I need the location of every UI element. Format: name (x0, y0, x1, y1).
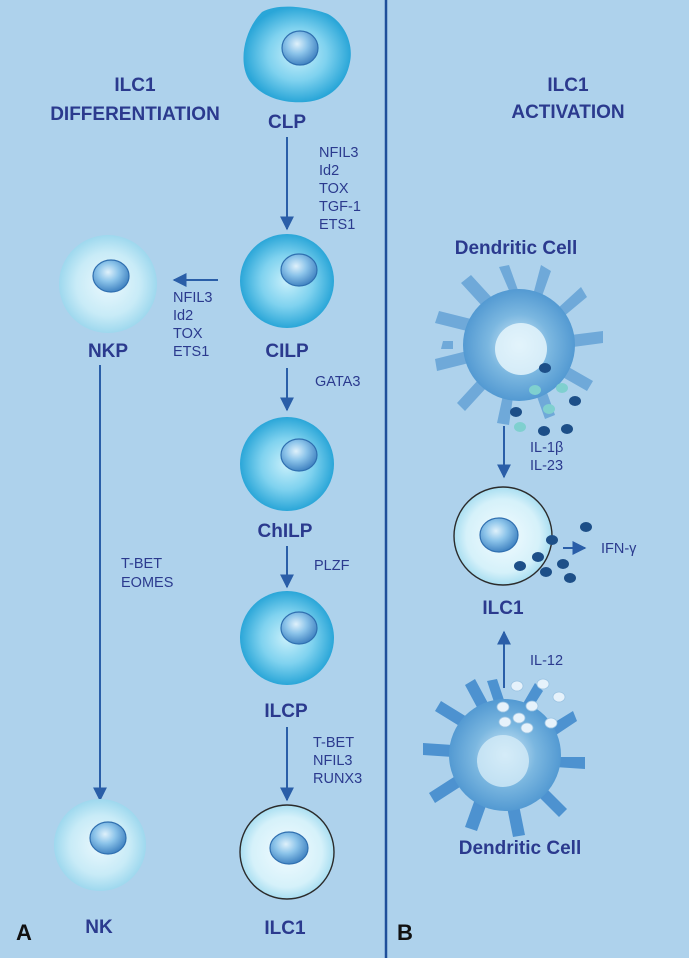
cilp-cell (240, 234, 334, 328)
cytokine-il1b: IL-1β (530, 440, 563, 456)
nk-label: NK (85, 917, 113, 938)
ilcp-nucleus (280, 611, 318, 645)
factor-ets1: ETS1 (319, 217, 355, 233)
dendritic-cell-bottom-label: Dendritic Cell (459, 838, 581, 859)
factor-eomes: EOMES (121, 575, 173, 591)
factor-plzf: PLZF (314, 558, 350, 574)
granules-bottom (496, 678, 566, 734)
cilp-label: CILP (265, 341, 309, 362)
nkp-label: NKP (88, 341, 128, 362)
granules-top (510, 363, 581, 436)
dendritic-nucleus (477, 735, 529, 787)
factor-tox: TOX (319, 181, 349, 197)
factor-tbet: T-BET (121, 556, 162, 572)
factor-gata3: GATA3 (315, 374, 360, 390)
output-ifn-gamma: IFN-γ (601, 541, 637, 557)
clp-label: CLP (268, 112, 306, 133)
factor-nfil3: NFIL3 (173, 290, 213, 306)
nkp-cell (59, 235, 157, 333)
factor-nfil3: NFIL3 (319, 145, 359, 161)
activated-ilc1-cell (453, 486, 553, 586)
activated-ilc1-label: ILC1 (482, 598, 524, 619)
dendritic-cell-top (435, 265, 603, 425)
factor-runx3: RUNX3 (313, 771, 362, 787)
factors-ilcp-to-ilc1: T-BET NFIL3 RUNX3 (313, 735, 362, 787)
activated-ilc1-nucleus (479, 517, 519, 553)
dendritic-cell-top-label: Dendritic Cell (455, 238, 577, 259)
dendritic-nucleus (495, 323, 547, 375)
factor-tox: TOX (173, 326, 203, 342)
chilp-cell (240, 417, 334, 511)
panel-a-title-line1: ILC1 (114, 75, 156, 96)
ilc1-label: ILC1 (264, 918, 306, 939)
factor-tbet: T-BET (313, 735, 354, 751)
panel-a-title-line2: DIFFERENTIATION (50, 104, 220, 125)
factor-id2: Id2 (173, 308, 193, 324)
factor-tgf1: TGF-1 (319, 199, 361, 215)
clp-cell (243, 6, 351, 103)
cytokine-il12: IL-12 (530, 653, 563, 669)
ilc1-nucleus (269, 831, 309, 865)
chilp-label: ChILP (258, 521, 313, 542)
chilp-nucleus (280, 438, 318, 472)
cytokine-il23: IL-23 (530, 458, 563, 474)
ilcp-cell (240, 591, 334, 685)
panel-b-background (387, 0, 689, 958)
panel-b-title-line1: ILC1 (547, 75, 589, 96)
ilc1-cell (239, 804, 335, 900)
factors-cilp-to-nkp: NFIL3 Id2 TOX ETS1 (173, 290, 213, 360)
nk-nucleus (89, 821, 127, 855)
cilp-nucleus (280, 253, 318, 287)
panel-a-letter: A (16, 920, 32, 945)
factor-id2: Id2 (319, 163, 339, 179)
panel-b-letter: B (397, 920, 413, 945)
ilcp-label: ILCP (264, 701, 308, 722)
factors-clp-to-cilp: NFIL3 Id2 TOX TGF-1 ETS1 (319, 145, 361, 233)
clp-nucleus (281, 30, 319, 66)
nk-cell (54, 799, 146, 891)
factor-nfil3: NFIL3 (313, 753, 353, 769)
nkp-nucleus (92, 259, 130, 293)
panel-b-title-line2: ACTIVATION (511, 102, 624, 123)
granules-ilc1 (514, 522, 592, 583)
factor-ets1: ETS1 (173, 344, 209, 360)
